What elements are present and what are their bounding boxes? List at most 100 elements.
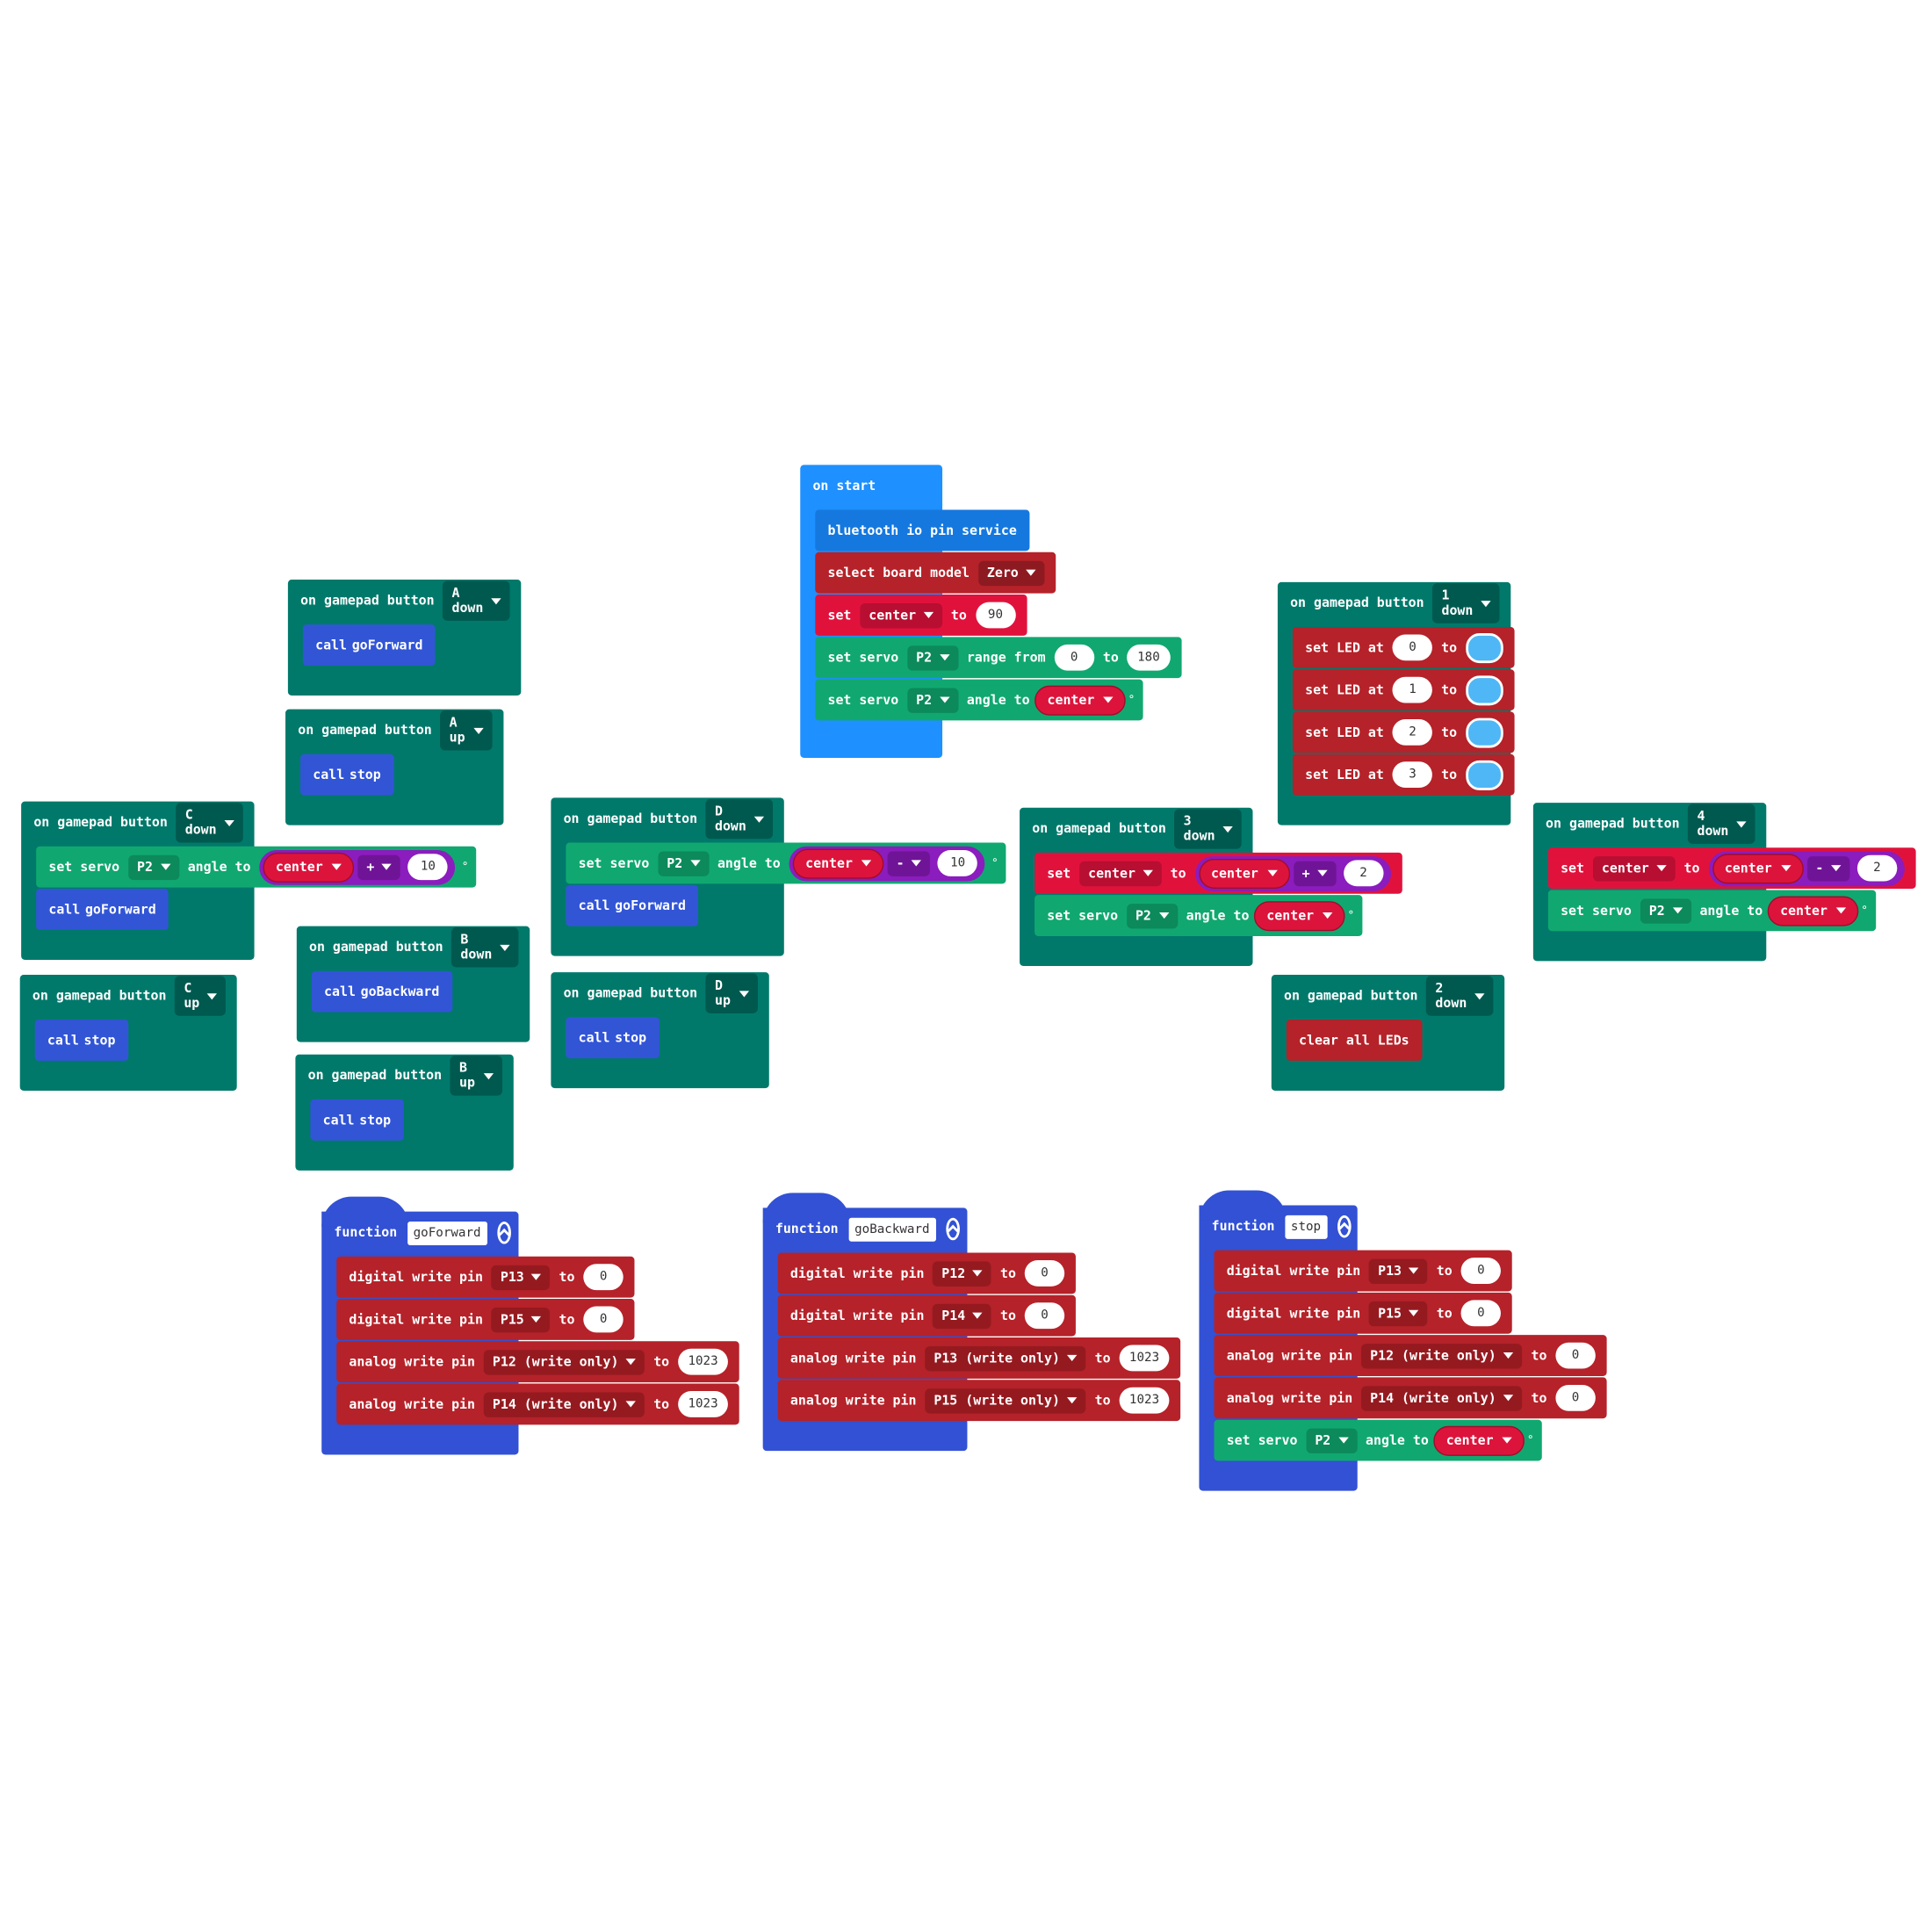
operator-dropdown[interactable]: - <box>1806 855 1850 881</box>
led-index-input[interactable]: 0 <box>1392 634 1433 661</box>
variable-reporter[interactable]: center <box>1198 858 1290 889</box>
variable-reporter[interactable]: center <box>1767 895 1859 926</box>
pin-dropdown[interactable]: P15 (write only) <box>925 1388 1086 1413</box>
variable-reporter[interactable]: center <box>1433 1425 1525 1456</box>
on-start-event[interactable]: on start bluetooth io pin service select… <box>800 465 1181 758</box>
number-input[interactable]: 1023 <box>678 1391 729 1417</box>
math-operation-block[interactable]: center-10 <box>789 846 985 881</box>
servo-pin-dropdown[interactable]: P2 <box>128 854 179 880</box>
number-input[interactable]: 0 <box>1460 1258 1502 1284</box>
pin-dropdown[interactable]: P15 <box>1369 1301 1428 1326</box>
servo-pin-dropdown[interactable]: P2 <box>907 645 958 670</box>
variable-reporter[interactable]: center <box>1034 684 1126 716</box>
number-input[interactable]: 0 <box>1024 1260 1065 1287</box>
variable-reporter[interactable]: center <box>263 852 355 883</box>
variable-dropdown[interactable]: center <box>1592 855 1676 881</box>
number-input[interactable]: 1023 <box>1119 1387 1170 1414</box>
number-input[interactable]: 0 <box>1555 1342 1596 1369</box>
pin-dropdown[interactable]: P14 (write only) <box>483 1391 645 1417</box>
math-operation-block[interactable]: center+2 <box>1194 855 1391 891</box>
number-input[interactable]: 0 <box>583 1306 624 1333</box>
collapse-chevron-icon[interactable] <box>497 1222 511 1244</box>
clear-all-leds-block[interactable]: clear all LEDs <box>1286 1020 1422 1061</box>
button-dropdown[interactable]: C up <box>175 976 227 1016</box>
pin-dropdown[interactable]: P12 <box>933 1260 992 1287</box>
button-dropdown[interactable]: B up <box>451 1056 503 1096</box>
button-dropdown[interactable]: D down <box>706 798 774 840</box>
color-picker[interactable] <box>1466 674 1503 705</box>
color-picker[interactable] <box>1466 717 1503 747</box>
pin-dropdown[interactable]: P14 <box>933 1302 992 1329</box>
operator-dropdown[interactable]: + <box>357 854 401 880</box>
number-input[interactable]: 2 <box>1343 860 1384 887</box>
servo-pin-dropdown[interactable]: P2 <box>658 850 710 876</box>
button-dropdown[interactable]: D up <box>706 973 758 1013</box>
board-model-dropdown[interactable]: Zero <box>977 560 1045 586</box>
range-max-input[interactable]: 180 <box>1127 644 1171 671</box>
pin-dropdown[interactable]: P13 <box>491 1264 551 1290</box>
number-input[interactable]: 10 <box>937 850 978 876</box>
led-index-input[interactable]: 1 <box>1392 676 1433 703</box>
operator-dropdown[interactable]: - <box>887 850 931 876</box>
color-picker[interactable] <box>1466 632 1503 663</box>
collapse-chevron-icon[interactable] <box>946 1217 960 1241</box>
variable-dropdown[interactable]: center <box>860 602 942 628</box>
math-operation-block[interactable]: center+10 <box>259 849 456 885</box>
function-name-field[interactable]: goBackward <box>848 1217 936 1242</box>
number-input[interactable]: 0 <box>1024 1302 1065 1330</box>
number-input[interactable]: 0 <box>1555 1384 1596 1411</box>
number-input[interactable]: 2 <box>1856 854 1898 882</box>
servo-pin-dropdown[interactable]: P2 <box>1306 1427 1358 1453</box>
pin-dropdown[interactable]: P15 <box>491 1307 551 1332</box>
math-operation-block[interactable]: center-2 <box>1708 850 1905 886</box>
number-input[interactable]: 1023 <box>1119 1344 1170 1372</box>
variable-reporter[interactable]: center <box>1712 853 1804 883</box>
range-min-input[interactable]: 0 <box>1054 644 1094 671</box>
pin-dropdown[interactable]: P13 <box>1369 1258 1428 1284</box>
servo-pin-dropdown[interactable]: P2 <box>1127 903 1178 928</box>
pin-dropdown[interactable]: P13 (write only) <box>925 1345 1086 1371</box>
servo-pin-dropdown[interactable]: P2 <box>1640 898 1691 924</box>
led-index-input[interactable]: 2 <box>1392 718 1433 746</box>
collapse-chevron-icon[interactable] <box>1337 1215 1352 1238</box>
number-input[interactable]: 1023 <box>678 1348 729 1375</box>
servo-pin-dropdown[interactable]: P2 <box>907 687 958 713</box>
